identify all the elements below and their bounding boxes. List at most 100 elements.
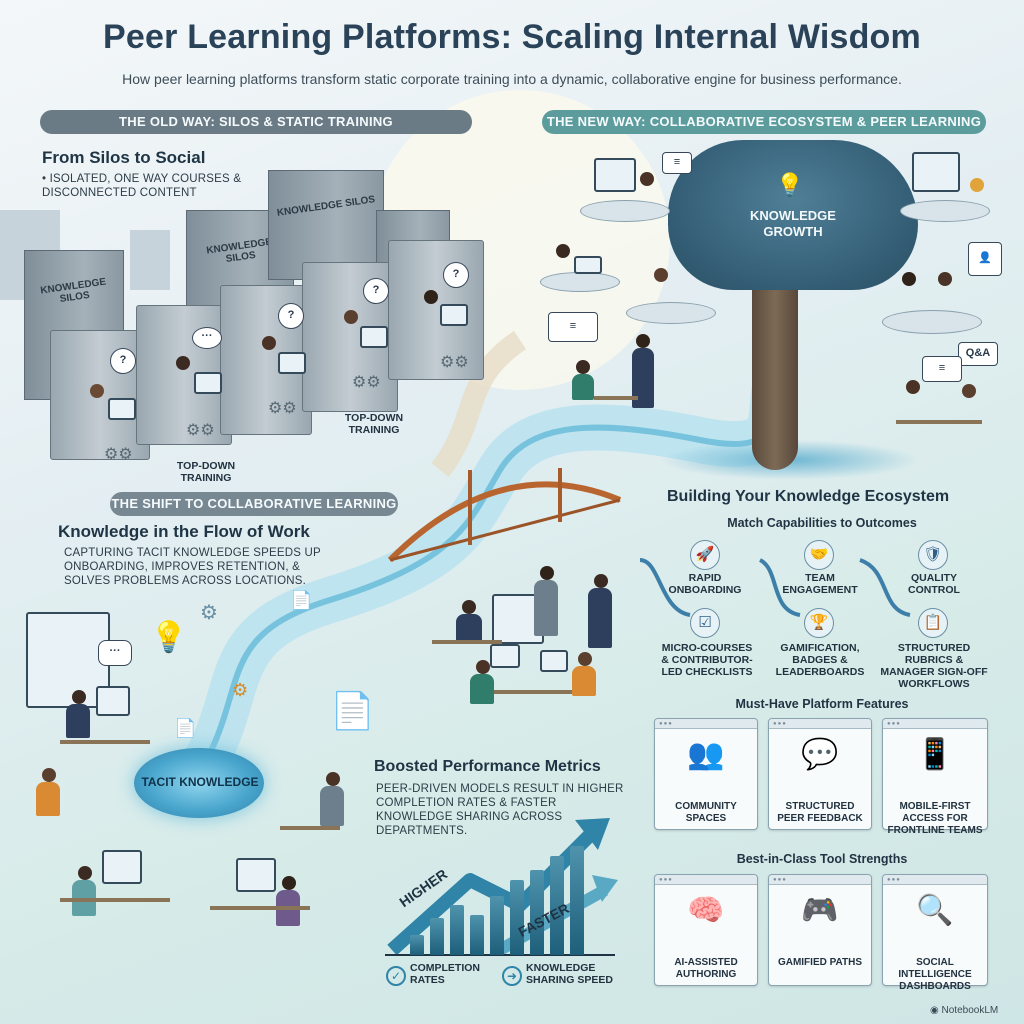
silos-bullet: • ISOLATED, ONE WAY COURSES & DISCONNECT… [42,173,242,199]
gear-icon: ⚙ [200,602,218,624]
floating-platform [540,272,620,292]
chat-bubble-icon: ≡ [662,152,692,174]
lightbulb-icon: 💡 [776,172,804,197]
performance-heading: Boosted Performance Metrics [374,758,601,775]
question-bubble-icon: ? [110,348,136,374]
document-icon: 📄 [330,690,375,731]
mobile-hardhat-icon: 📱 [916,738,954,771]
worker-figure [424,290,438,304]
monitor [574,256,602,274]
worker-figure [462,600,476,614]
monitor [360,326,388,348]
silo-label: KNOWLEDGE SILOS [276,194,376,219]
gamepad-icon: 🎮 [801,894,839,927]
worker-figure [78,866,92,880]
silo-label: KNOWLEDGE SILOS [39,276,107,305]
chat-bubble-icon: ··· [98,640,132,666]
worker-figure [476,660,490,674]
qa-badge: Q&A [958,342,998,366]
check-circle-icon: ✓ [386,966,406,986]
capability-label: MICRO-COURSES & CONTRIBUTOR-LED CHECKLIS… [661,642,753,678]
worker-body [572,666,596,696]
worker-figure [282,876,296,890]
desk [60,898,170,902]
worker-figure [72,690,86,704]
gear-icon: ⚙ [232,680,249,700]
worker-figure [636,334,650,348]
worker-body [456,614,482,644]
desk [210,906,310,910]
worker-figure [578,652,592,666]
chat-bubble-icon: ≡ [548,312,598,342]
cubicle [388,240,484,380]
skyline-building [130,230,170,290]
page-subtitle: How peer learning platforms transform st… [122,71,902,87]
metric-bar [430,918,444,955]
capability-label: GAMIFICATION, BADGES & LEADERBOARDS [775,642,865,678]
worker-figure [640,172,654,186]
dashboard-search-icon: 🔍 [916,894,954,927]
arrow-circle-icon: ➜ [502,966,522,986]
worker-figure [576,360,590,374]
star-feedback-icon: 💬 [801,738,839,771]
desk [478,690,588,694]
floating-platform [900,200,990,222]
worker-body [470,674,494,704]
metric-bar [450,905,464,955]
monitor [236,858,276,892]
monitor [194,372,222,394]
clipboard-pen-icon: 📋 [918,608,948,638]
worker-figure [176,356,190,370]
worker-figure [540,566,554,580]
flow-of-work-heading: Knowledge in the Flow of Work [58,522,310,541]
metric-bar [530,870,544,955]
monitor [440,304,468,326]
desk [280,826,340,830]
monitor [96,686,130,716]
silos-heading: From Silos to Social [42,148,206,167]
feature-card: ●●● 💬 STRUCTURED PEER FEEDBACK [768,718,872,830]
new-way-banner: THE NEW WAY: COLLABORATIVE ECOSYSTEM & P… [542,110,986,134]
knowledge-tree-canopy [668,140,918,290]
shield-check-icon: 🛡 [918,540,948,570]
brain-pen-icon: 🧠 [687,894,725,927]
floating-platform [626,302,716,324]
footer-brand-text: NotebookLM [941,1005,999,1016]
desk [60,740,150,744]
monitor [108,398,136,420]
sharing-speed-label: KNOWLEDGE SHARING SPEED [526,962,613,986]
chat-bubble-icon: ··· [192,327,222,349]
desk [896,420,982,424]
footer-brand: ◉ NotebookLM [930,1005,998,1016]
worker-body [36,782,60,816]
desk [594,396,638,400]
profile-card-icon: 👤 [968,242,1002,276]
worker-body [572,374,594,400]
metric-bar [550,856,564,955]
monitor [278,352,306,374]
tool-card: ●●● 🎮 GAMIFIED PATHS [768,874,872,986]
desk [432,640,502,644]
top-down-caption: TOP-DOWN TRAINING [344,412,404,436]
best-in-class-heading: Best-in-Class Tool Strengths [736,852,908,866]
question-bubble-icon: ? [443,262,469,288]
tool-label: GAMIFIED PATHS [777,957,863,968]
completion-rates-label: COMPLETION RATES [410,962,480,986]
worker-figure [962,384,976,398]
feature-label: COMMUNITY SPACES [675,801,737,824]
monitor [912,152,960,192]
worker-figure [902,272,916,286]
question-bubble-icon: ? [278,303,304,329]
tool-label: AI-ASSISTED AUTHORING [674,957,738,980]
worker-figure [344,310,358,324]
worker-figure [906,380,920,394]
tool-label: SOCIAL INTELLIGENCE DASHBOARDS [898,957,972,992]
worker-body [632,348,654,408]
worker-body [66,704,90,738]
gear-icon: ⚙⚙ [352,374,381,391]
notebooklm-logo-icon: ◉ [930,1005,942,1016]
metric-bar [490,896,504,955]
feature-label: MOBILE-FIRST ACCESS FOR FRONTLINE TEAMS [887,801,983,836]
must-have-heading: Must-Have Platform Features [735,697,909,711]
gear-icon: ⚙⚙ [104,446,133,463]
